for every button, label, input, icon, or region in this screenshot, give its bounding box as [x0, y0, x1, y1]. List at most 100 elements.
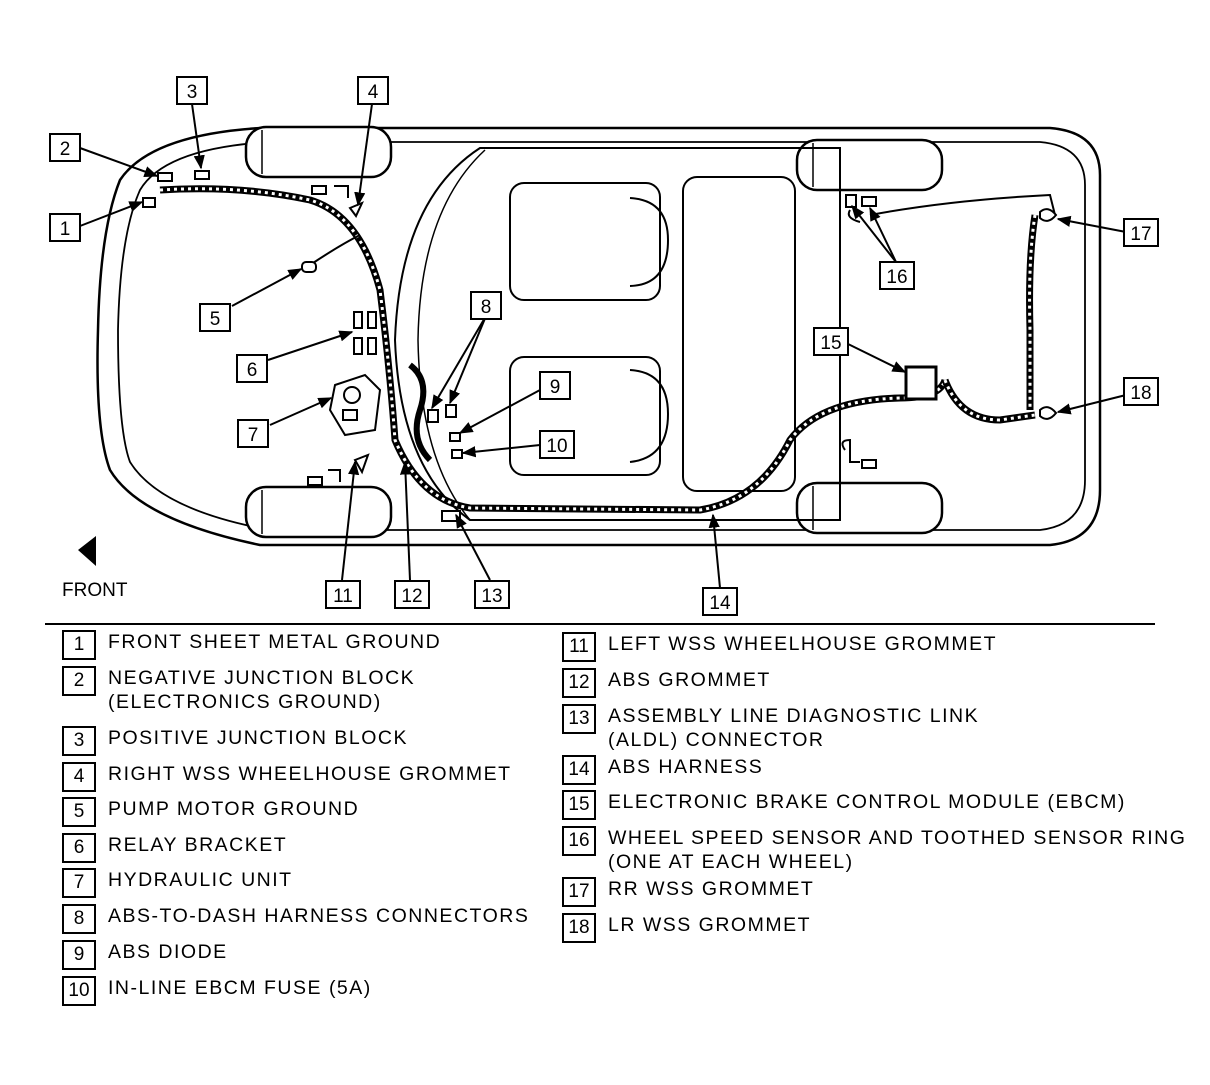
- svg-text:6: 6: [247, 360, 258, 381]
- callout-1: 1: [49, 213, 81, 242]
- legend-number: 14: [562, 755, 596, 785]
- legend-item-14: 14 ABS HARNESS: [562, 755, 763, 785]
- svg-text:4: 4: [368, 82, 379, 103]
- legend-number: 8: [62, 904, 96, 934]
- legend-text: ELECTRONIC BRAKE CONTROL MODULE (EBCM): [608, 791, 1126, 813]
- svg-text:7: 7: [248, 425, 259, 446]
- legend-number: 15: [562, 790, 596, 820]
- legend-text: POSITIVE JUNCTION BLOCK: [108, 727, 408, 749]
- legend-item-11: 11 LEFT WSS WHEELHOUSE GROMMET: [562, 632, 997, 662]
- svg-text:8: 8: [481, 297, 492, 318]
- front-left-wheel: [244, 485, 393, 539]
- svg-text:15: 15: [820, 333, 841, 354]
- legend-item-7: 7 HYDRAULIC UNIT: [62, 868, 293, 898]
- svg-text:18: 18: [1130, 383, 1151, 404]
- abs-harness-wiring: [159, 185, 1056, 514]
- legend-item-6: 6 RELAY BRACKET: [62, 833, 287, 863]
- legend-text: WHEEL SPEED SENSOR AND TOOTHED SENSOR RI…: [608, 827, 1187, 873]
- legend-number: 1: [62, 630, 96, 660]
- leader-lines: [79, 103, 1127, 589]
- svg-text:14: 14: [709, 593, 731, 614]
- legend-text: RIGHT WSS WHEELHOUSE GROMMET: [108, 763, 512, 785]
- car-body-outline: [96, 126, 1102, 547]
- callout-13: 13: [474, 580, 510, 609]
- callout-6: 6: [236, 354, 268, 383]
- legend-number: 5: [62, 797, 96, 827]
- legend-item-8: 8 ABS-TO-DASH HARNESS CONNECTORS: [62, 904, 529, 934]
- legend-number: 16: [562, 826, 596, 856]
- legend-item-3: 3 POSITIVE JUNCTION BLOCK: [62, 726, 408, 756]
- legend-item-4: 4 RIGHT WSS WHEELHOUSE GROMMET: [62, 762, 512, 792]
- svg-text:10: 10: [546, 436, 567, 457]
- legend-text: RELAY BRACKET: [108, 834, 288, 856]
- callout-16: 16: [879, 261, 915, 290]
- legend-item-16: 16 WHEEL SPEED SENSOR AND TOOTHED SENSOR…: [562, 826, 1186, 874]
- legend-number: 17: [562, 877, 596, 907]
- callout-5: 5: [199, 303, 231, 332]
- front-direction-arrow-icon: [78, 536, 96, 566]
- legend-item-2: 2 NEGATIVE JUNCTION BLOCK (ELECTRONICS G…: [62, 666, 415, 714]
- svg-text:9: 9: [550, 377, 561, 398]
- components: [142, 170, 1058, 522]
- callout-11: 11: [325, 580, 361, 609]
- left-front-seat: [509, 356, 670, 476]
- svg-text:17: 17: [1130, 224, 1151, 245]
- legend-item-13: 13 ASSEMBLY LINE DIAGNOSTIC LINK (ALDL) …: [562, 704, 979, 752]
- legend-text: PUMP MOTOR GROUND: [108, 798, 360, 820]
- legend-text: ABS GROMMET: [608, 669, 771, 691]
- callout-2: 2: [49, 133, 81, 162]
- svg-text:11: 11: [333, 586, 353, 607]
- rear-seat: [682, 176, 796, 492]
- legend-text: ABS DIODE: [108, 941, 228, 963]
- legend-text: RR WSS GROMMET: [608, 878, 815, 900]
- legend-number: 7: [62, 868, 96, 898]
- callout-10: 10: [539, 430, 575, 459]
- legend-number: 6: [62, 833, 96, 863]
- front-label: FRONT: [62, 580, 128, 601]
- svg-text:12: 12: [401, 586, 422, 607]
- rear-left-wheel: [795, 481, 944, 535]
- legend-item-17: 17 RR WSS GROMMET: [562, 877, 814, 907]
- callout-17: 17: [1123, 218, 1159, 247]
- legend-text: ABS-TO-DASH HARNESS CONNECTORS: [108, 905, 530, 927]
- legend-number: 10: [62, 976, 96, 1006]
- svg-text:16: 16: [886, 267, 907, 288]
- legend-number: 18: [562, 913, 596, 943]
- legend-text: LEFT WSS WHEELHOUSE GROMMET: [608, 633, 998, 655]
- callout-9: 9: [539, 371, 571, 400]
- svg-text:5: 5: [210, 309, 221, 330]
- legend-text: FRONT SHEET METAL GROUND: [108, 631, 442, 653]
- svg-text:2: 2: [60, 139, 71, 160]
- legend-number: 12: [562, 668, 596, 698]
- legend-number: 13: [562, 704, 596, 734]
- callout-12: 12: [394, 580, 430, 609]
- rear-right-wheel: [795, 138, 944, 192]
- callout-8: 8: [470, 291, 502, 320]
- front-right-wheel: [244, 125, 393, 179]
- legend-item-5: 5 PUMP MOTOR GROUND: [62, 797, 359, 827]
- svg-text:13: 13: [481, 586, 502, 607]
- callout-14: 14: [702, 587, 738, 616]
- callout-18: 18: [1123, 377, 1159, 406]
- right-front-seat: [509, 182, 670, 301]
- svg-text:3: 3: [187, 82, 198, 103]
- legend-item-12: 12 ABS GROMMET: [562, 668, 771, 698]
- legend-number: 3: [62, 726, 96, 756]
- legend-text: HYDRAULIC UNIT: [108, 869, 293, 891]
- legend-item-9: 9 ABS DIODE: [62, 940, 228, 970]
- callout-4: 4: [357, 76, 389, 105]
- callout-7: 7: [237, 419, 269, 448]
- legend-text: ABS HARNESS: [608, 756, 764, 778]
- legend-item-15: 15 ELECTRONIC BRAKE CONTROL MODULE (EBCM…: [562, 790, 1126, 820]
- legend-number: 11: [562, 632, 596, 662]
- legend-item-1: 1 FRONT SHEET METAL GROUND: [62, 630, 441, 660]
- legend-text: NEGATIVE JUNCTION BLOCK (ELECTRONICS GRO…: [108, 667, 416, 713]
- legend-item-10: 10 IN-LINE EBCM FUSE (5A): [62, 976, 372, 1006]
- legend-number: 4: [62, 762, 96, 792]
- callout-15: 15: [813, 327, 849, 356]
- legend-item-18: 18 LR WSS GROMMET: [562, 913, 811, 943]
- svg-text:1: 1: [60, 219, 71, 240]
- callout-3: 3: [176, 76, 208, 105]
- legend-number: 2: [62, 666, 96, 696]
